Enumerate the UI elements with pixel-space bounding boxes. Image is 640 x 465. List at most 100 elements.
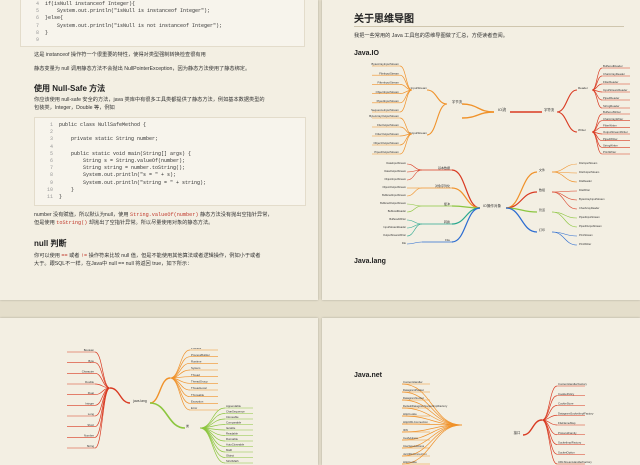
code-text: }: [45, 29, 49, 36]
leaf-label: DataInputStream: [386, 161, 406, 165]
branch-line: [426, 103, 448, 136]
branch-node: 字符流: [544, 107, 555, 112]
branch-node: OutputStream: [408, 131, 427, 135]
lang-green-leaf: Math: [226, 448, 233, 452]
leaf-label: FileWriter: [579, 188, 590, 192]
net-left-leaf: DatagramPacket: [403, 388, 424, 392]
branch-line: [426, 89, 448, 105]
leaf-label: FileOutputStream: [579, 170, 599, 174]
section-java-io: Java.IO: [354, 50, 379, 57]
branch-line: [199, 427, 226, 447]
net-right-leaf: SocketImplFactory: [558, 441, 582, 445]
paragraph-static-null: 静态变量为 null 调用静态方法不会抛出 NullPointerExcepti…: [34, 66, 251, 72]
mind-map-java-io: IO流字节流InputStreamOutputStreamByteArrayIn…: [369, 62, 630, 155]
leaf-label: BufferedReader: [388, 209, 406, 213]
branch-node: File: [445, 238, 450, 242]
branch-line: [541, 385, 558, 421]
document-page-right: 关于思维导图 我把一些常用的 Java 工具包的思维导图做了汇总，方便读者查阅。…: [322, 0, 640, 300]
branch-line: [591, 131, 603, 148]
code-line: 7 String string = number.toString();: [39, 165, 301, 172]
section-java-lang: Java.lang: [354, 258, 386, 265]
lang-green-leaf: Cloneable: [226, 415, 239, 419]
line-number: 6: [35, 15, 39, 22]
code-line: 10 }: [39, 187, 301, 194]
branch-node: 数组: [539, 187, 545, 192]
io-in-leaf: SequenceInputStream: [371, 108, 400, 112]
branch-line: [461, 103, 495, 113]
lang-green-leaf: StrictMath: [226, 459, 239, 463]
net-right-leaf: CookiePolicy: [558, 392, 575, 396]
lang-orange-leaf: Exception: [191, 400, 204, 404]
line-number: 10: [46, 186, 53, 193]
branch-line: [451, 207, 481, 225]
heading-null-safe: 使用 Null-Safe 方法: [34, 84, 106, 93]
code-text: System.out.println("isNull is not instan…: [45, 22, 223, 29]
io-reader-leaf: FilterReader: [603, 80, 618, 84]
io-out-leaf: ByteArrayOutputStream: [369, 114, 399, 118]
branch-line: [406, 205, 423, 213]
io-reader-leaf: PipedReader: [603, 96, 619, 100]
lang-orange-leaf: ThreadGroup: [191, 380, 208, 384]
line-number: 8: [49, 172, 53, 179]
lang-red-leaf: Long: [88, 412, 95, 416]
code-text: public class NullSafeMethod {: [59, 122, 147, 128]
branch-line: [169, 377, 191, 391]
io-in-leaf: ObjectInputStream: [376, 90, 400, 94]
lang-green-leaf: Object: [226, 454, 234, 458]
branch-node: Writer: [578, 128, 586, 132]
net-left-leaf: InetAddress: [403, 436, 419, 440]
net-left-leaf: IDN: [403, 428, 408, 432]
paragraph-instanceof: 这是 instanceof 操作符一个很重要的特性，使得对类型强制转换检查很有用: [34, 52, 206, 58]
net-left-leaf: HttpCookie: [403, 460, 417, 464]
code-line: 6 }else{: [25, 15, 300, 22]
leaf-label: CharArrayReader: [579, 206, 599, 210]
paragraph-null-compare: 你可以使用 == 或者 != 操作符来比较 null 值，但是不能使用其他算法或…: [34, 253, 261, 267]
code-text: System.out.println("s = " + s);: [59, 172, 177, 179]
lang-orange-leaf: Thread: [191, 373, 200, 377]
code-text: }else{: [45, 15, 64, 22]
leaf-label: File: [402, 241, 407, 245]
branch-line: [551, 171, 578, 183]
intro-paragraph: 我把一些常用的 Java 工具包的思维导图做了汇总，方便读者查阅。: [354, 33, 508, 39]
branch-node: 基本数据: [438, 165, 450, 170]
line-number: 9: [49, 179, 53, 186]
net-left-leaf: ContentHandler: [403, 380, 423, 384]
lang-orange-leaf: Throwable: [191, 393, 205, 397]
net-right-leaf: ProtocolFamily: [558, 431, 577, 435]
branch-line: [541, 395, 558, 421]
leaf-label: PipedInputStream: [579, 215, 600, 219]
branch-line: [406, 241, 423, 245]
net-left-leaf: HttpURLConnection: [403, 420, 428, 424]
branch-node: 对象序列化: [435, 183, 450, 188]
branch-line: [199, 427, 226, 464]
lang-red-leaf: Integer: [85, 402, 94, 406]
io-in-leaf: FilterInputStream: [378, 81, 400, 85]
branch-line: [401, 424, 463, 465]
branch-line: [551, 191, 578, 210]
leaf-label: BufferedWriter: [389, 217, 406, 221]
line-number: 3: [49, 136, 53, 143]
branch-line: [551, 163, 578, 173]
branch-node: InputStream: [411, 86, 428, 90]
lang-green-leaf: AutoCloseable: [226, 443, 245, 447]
io-writer-leaf: FilterWriter: [603, 124, 617, 128]
line-number: 4: [49, 143, 53, 150]
branch-line: [451, 187, 481, 209]
lang-green-leaf: Iterable: [226, 426, 236, 430]
lang-green-leaf: CharSequence: [226, 410, 245, 414]
branch-line: [149, 377, 171, 404]
io-writer-leaf: StringWriter: [603, 144, 618, 148]
mind-map-io-objects: IO操作对象基本数据对象序列化缓冲转换FileDataInputStreamDa…: [380, 161, 605, 246]
line-number: 8: [35, 29, 39, 36]
line-number: 5: [49, 150, 53, 157]
branch-line: [505, 171, 538, 209]
leaf-label: ByteArrayInputStream: [579, 197, 605, 201]
paragraph-null-safe: 你应该使用 null-safe 安全的方法，java 类库中有很多工具类都提供了…: [34, 97, 265, 111]
branch-line: [169, 377, 191, 411]
code-line: 11}: [39, 194, 301, 201]
lang-orange-leaf: Runtime: [191, 360, 202, 364]
branch-line: [551, 211, 578, 219]
lang-green-leaf: Comparable: [226, 421, 242, 425]
